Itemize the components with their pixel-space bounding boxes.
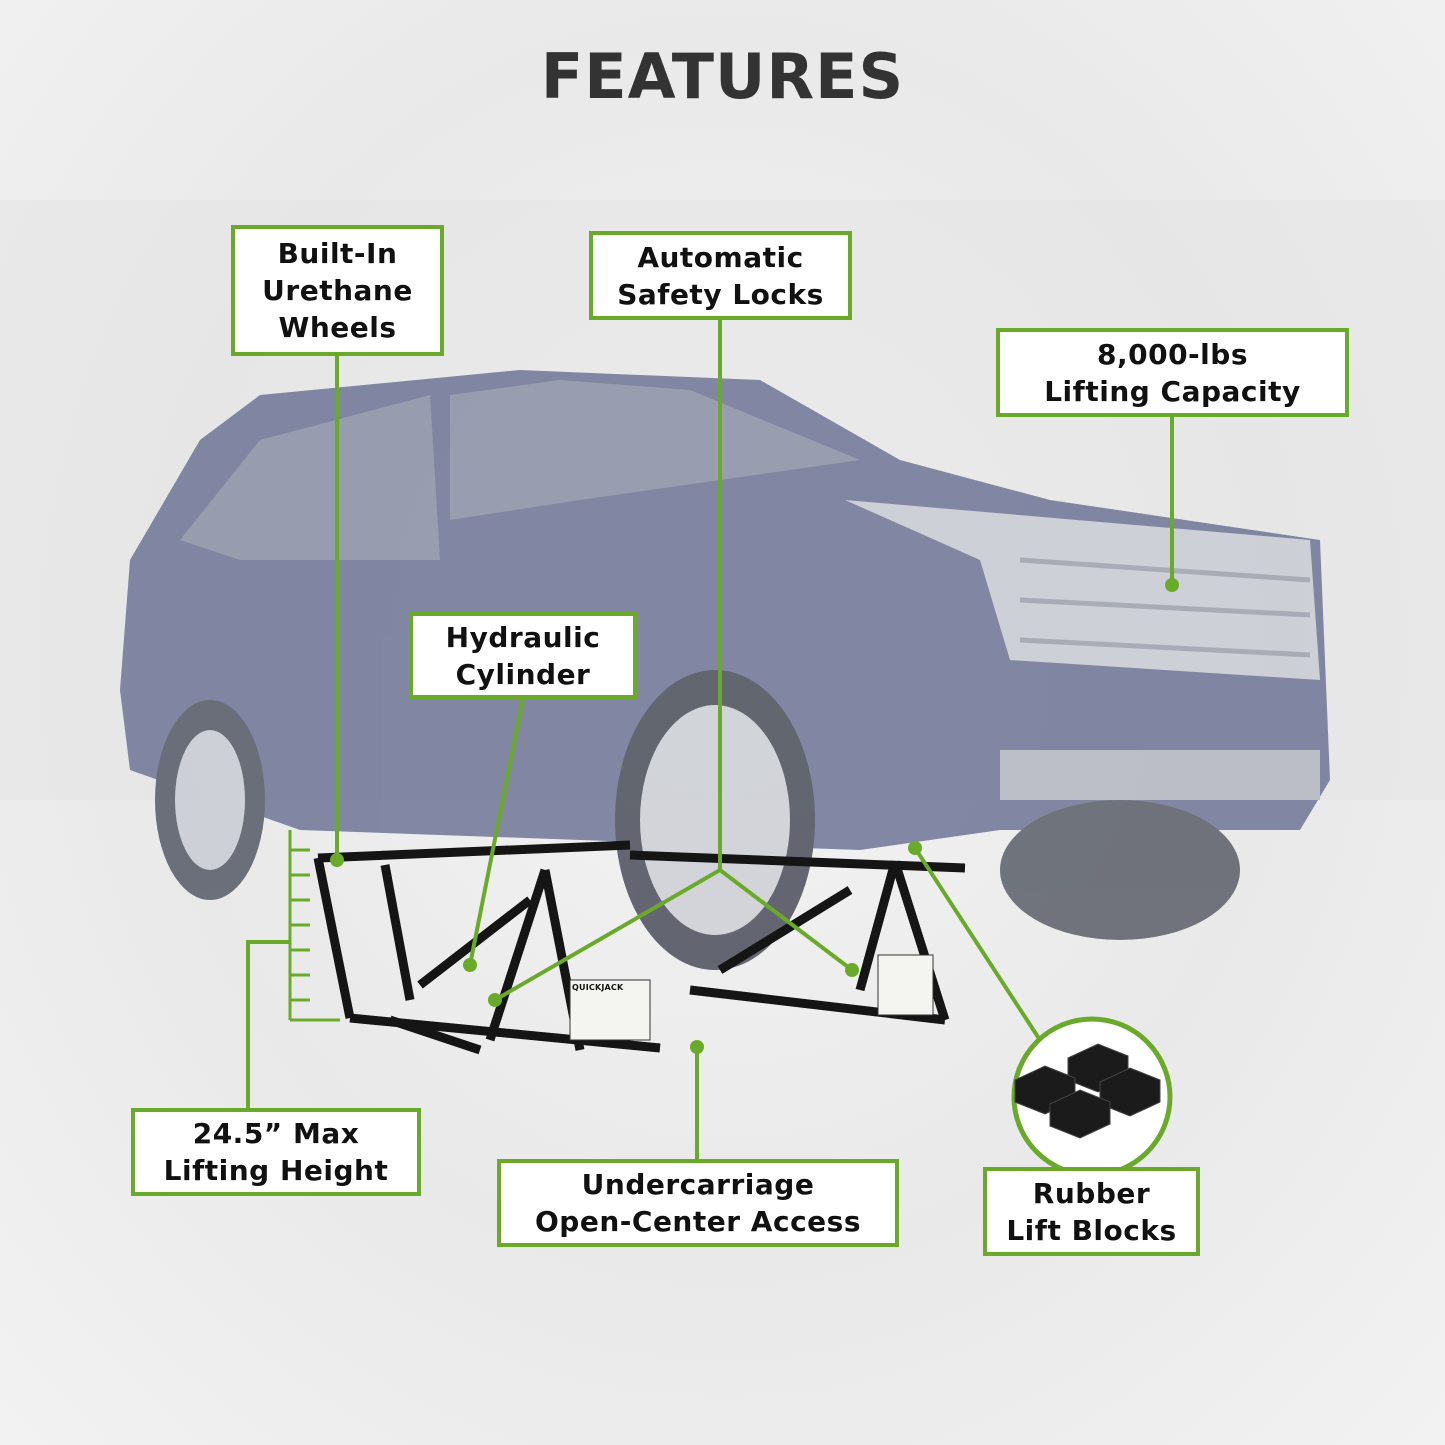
lift-frame-front [629, 850, 966, 1025]
page-title: FEATURES [540, 40, 905, 113]
lift-frame-rear [313, 840, 661, 1055]
callout-urethane-wheels: Built-In Urethane Wheels [231, 225, 444, 356]
leader-lines [246, 319, 1174, 1160]
callout-lifting-height: 24.5” Max Lifting Height [131, 1108, 421, 1196]
callout-open-center-access: Undercarriage Open-Center Access [497, 1159, 899, 1247]
callout-hydraulic-cylinder: Hydraulic Cylinder [409, 612, 637, 699]
height-ruler [288, 830, 340, 1022]
warning-label-rear [569, 979, 651, 1041]
leader-dots [330, 578, 1179, 1054]
callout-safety-locks: Automatic Safety Locks [589, 231, 852, 320]
callout-rubber-lift-blocks: Rubber Lift Blocks [983, 1167, 1200, 1256]
rubber-blocks-inset [1011, 1016, 1173, 1178]
suv-vehicle [120, 370, 1330, 970]
warning-label-front [877, 954, 934, 1016]
brand-label: QUICKJACK [572, 983, 624, 992]
callout-lifting-capacity: 8,000-lbs Lifting Capacity [996, 328, 1349, 417]
